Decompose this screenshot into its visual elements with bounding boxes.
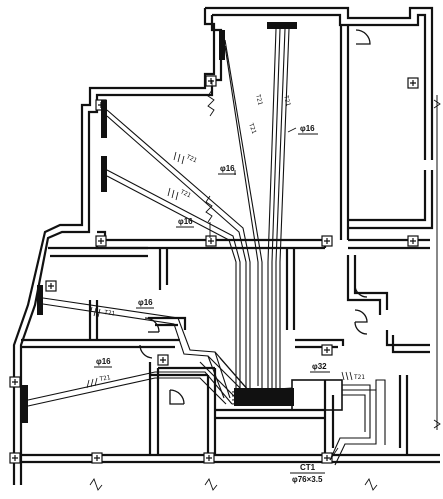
pipe-label: φ16: [178, 217, 193, 226]
cable-code: T21: [99, 374, 111, 383]
cable-code: T21: [282, 95, 292, 108]
column-marker: [407, 77, 419, 89]
door-swings: [139, 29, 371, 405]
equipment-units: [22, 22, 297, 423]
column-marker: [407, 235, 419, 247]
pipe-label: φ16: [96, 357, 111, 366]
column-marker: [9, 376, 21, 388]
column-marker: [157, 354, 169, 366]
cable-code: T21: [354, 374, 365, 381]
cable-junction: [234, 388, 294, 406]
equipment-unit-left1: [101, 100, 107, 138]
column-marker: [205, 75, 217, 87]
cable-code: T21: [254, 94, 264, 107]
column-marker: [9, 452, 21, 464]
column-marker: [321, 452, 333, 464]
equipment-unit-top: [267, 22, 297, 29]
cable-ticks: [86, 151, 353, 389]
pipe-label: CT1: [300, 463, 316, 472]
cable-code: T21: [247, 122, 257, 135]
column-marker: [91, 452, 103, 464]
cable-code: T21: [104, 309, 116, 317]
column-marker: [203, 452, 215, 464]
cable-codes: T21 T21 T21 T21 T21 T21 T21 T21: [99, 94, 365, 383]
cable-code: T21: [185, 153, 198, 164]
cable-code: T21: [179, 188, 192, 199]
pipe-label: φ16: [300, 124, 315, 133]
pipe-label: φ16: [220, 164, 235, 173]
pipe-label: φ32: [312, 362, 327, 371]
column-marker: [321, 235, 333, 247]
equipment-unit-left2: [101, 156, 107, 192]
break-lines: [89, 99, 441, 491]
pipe-label: φ16: [138, 298, 153, 307]
equipment-unit-left3: [37, 285, 43, 315]
column-marker: [205, 235, 217, 247]
column-markers: [9, 75, 419, 464]
equipment-unit-left4: [22, 385, 28, 423]
pipe-label: φ76×3.5: [292, 475, 323, 484]
equipment-unit-topleft: [219, 30, 225, 60]
column-marker: [95, 235, 107, 247]
column-marker: [321, 344, 333, 356]
column-marker: [45, 280, 57, 292]
pipe-label-underlines: [94, 133, 330, 474]
pipe-labels: φ16 φ16 φ16 φ16 φ16 φ32 CT1 φ76×3.5: [96, 124, 327, 484]
